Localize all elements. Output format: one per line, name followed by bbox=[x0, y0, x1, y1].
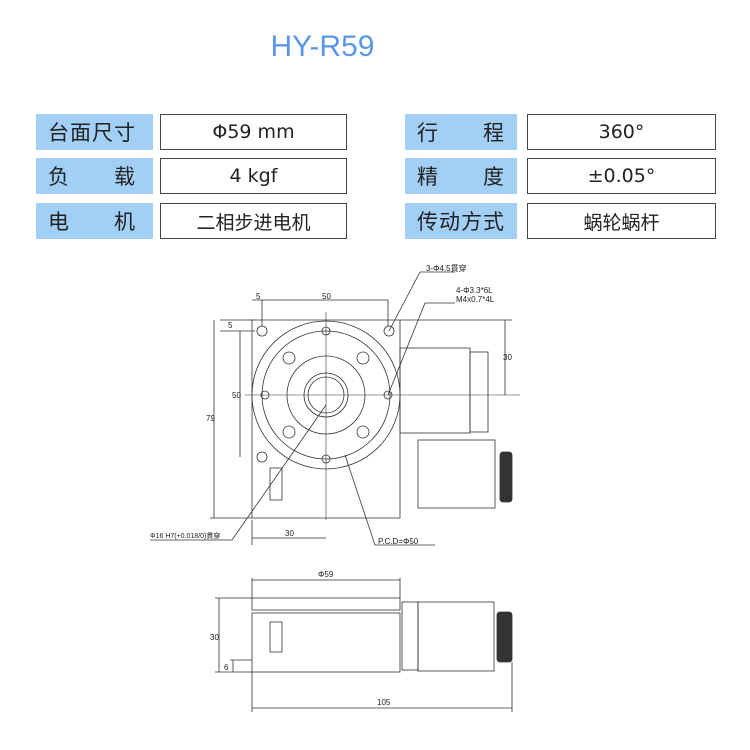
spec-value-transmission: 蜗轮蜗杆 bbox=[527, 203, 716, 239]
note-through-holes: 3-Φ4.5貫穿 bbox=[426, 263, 467, 273]
product-title: HY-R59 bbox=[270, 30, 375, 63]
spec-label-load: 负 载 bbox=[36, 158, 153, 194]
spec-value-accuracy: ±0.05° bbox=[527, 158, 716, 194]
scale-ruler bbox=[251, 597, 401, 611]
side-dim-105: 105 bbox=[377, 698, 391, 707]
dim-50-top: 50 bbox=[322, 292, 331, 301]
side-knob bbox=[496, 611, 513, 663]
side-dim-59: Φ59 bbox=[318, 570, 334, 579]
side-motor bbox=[417, 601, 495, 672]
note-tap-1: 4-Φ3.3*6L bbox=[456, 286, 493, 295]
spec-value-motor: 二相步进电机 bbox=[160, 203, 347, 239]
dim-30-right: 30 bbox=[503, 353, 512, 362]
side-dim-30: 30 bbox=[210, 633, 219, 642]
dim-50-left: 50 bbox=[232, 391, 241, 400]
spec-label-transmission: 传动方式 bbox=[405, 203, 517, 239]
note-pcd: P.C.D=Φ50 bbox=[378, 537, 419, 546]
note-bore: Φ16 H7(+0.018/0)貫穿 bbox=[150, 531, 220, 540]
spec-label-travel: 行 程 bbox=[405, 114, 517, 150]
bearing-lock bbox=[269, 467, 283, 501]
side-view bbox=[215, 578, 513, 712]
base-plate bbox=[251, 319, 401, 519]
dim-79: 79 bbox=[206, 414, 215, 423]
dim-5-top: 5 bbox=[256, 292, 261, 301]
side-body bbox=[251, 612, 401, 673]
spec-label-table-size: 台面尺寸 bbox=[36, 114, 153, 150]
dim-5-left: 5 bbox=[228, 321, 233, 330]
note-tap-2: M4x0.7*4L bbox=[456, 295, 495, 304]
top-view bbox=[150, 271, 520, 546]
spec-label-accuracy: 精 度 bbox=[405, 158, 517, 194]
spec-value-table-size: Φ59 mm bbox=[160, 114, 347, 150]
gearbox-block bbox=[399, 347, 471, 434]
side-dim-6: 6 bbox=[224, 663, 229, 672]
hand-knob bbox=[499, 451, 513, 503]
spec-label-motor: 电 机 bbox=[36, 203, 153, 239]
stepper-motor bbox=[417, 439, 496, 509]
spec-value-load: 4 kgf bbox=[160, 158, 347, 194]
dim-30-bottom: 30 bbox=[285, 529, 294, 538]
spec-value-travel: 360° bbox=[527, 114, 716, 150]
